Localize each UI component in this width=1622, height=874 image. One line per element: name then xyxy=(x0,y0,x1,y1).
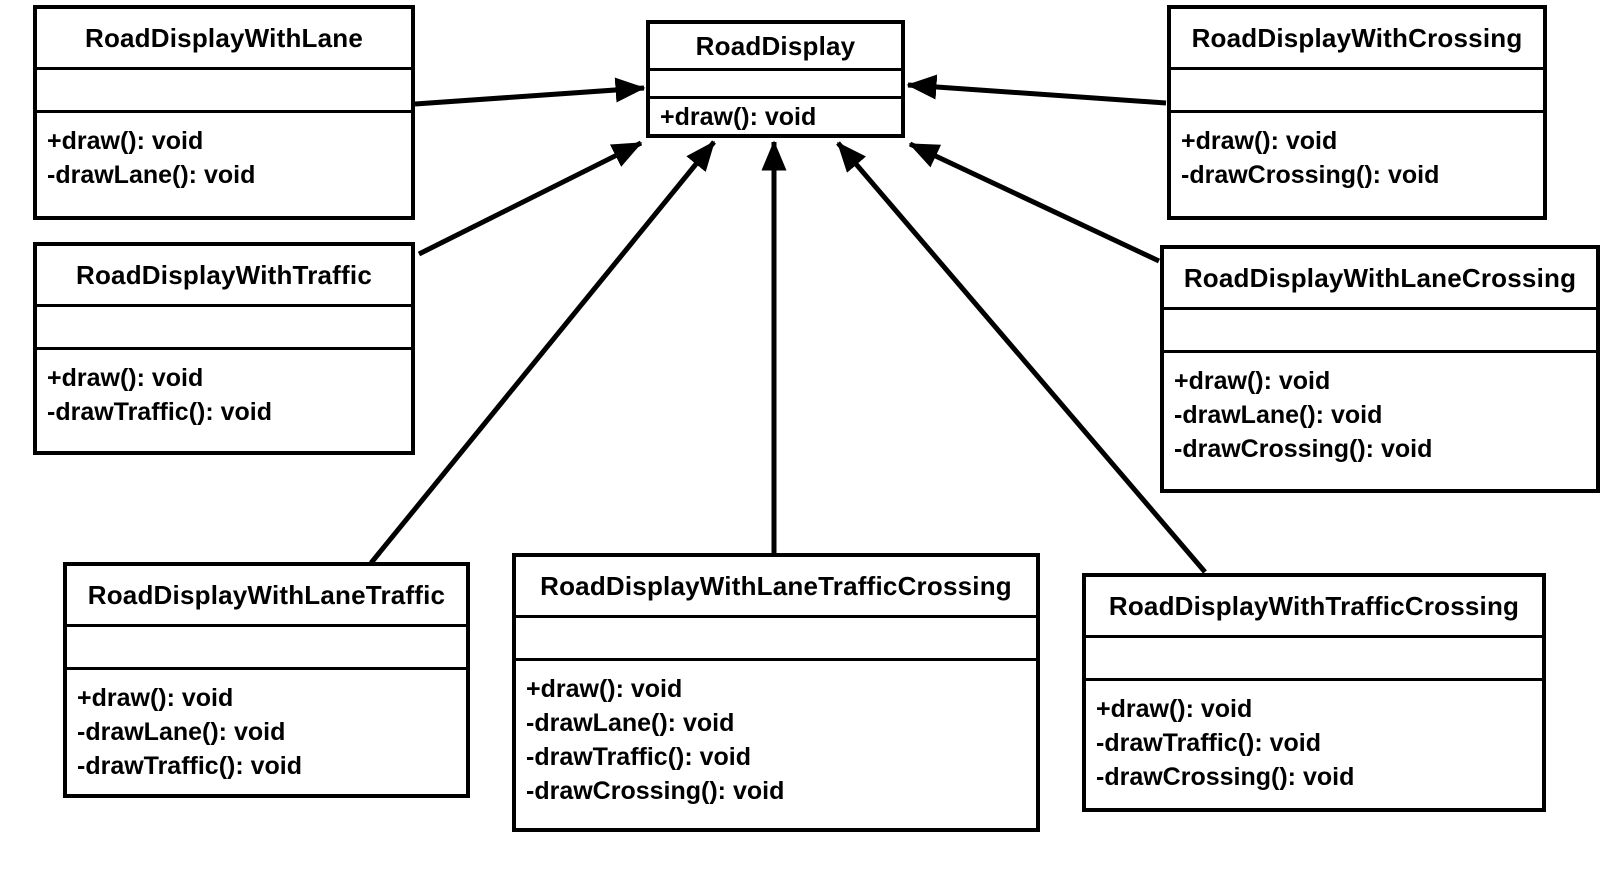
method: +draw(): void xyxy=(47,364,204,392)
method: -drawCrossing(): void xyxy=(1174,435,1433,463)
class-box-RoadDisplayWithTraffic: RoadDisplayWithTraffic +draw(): void -dr… xyxy=(33,242,415,455)
methods-compartment: +draw(): void -drawTraffic(): void -draw… xyxy=(1086,681,1542,808)
class-name: RoadDisplayWithLane xyxy=(37,9,411,70)
class-box-RoadDisplayWithCrossing: RoadDisplayWithCrossing +draw(): void -d… xyxy=(1167,5,1547,220)
attributes-compartment xyxy=(67,627,466,670)
method: -drawTraffic(): void xyxy=(47,398,273,426)
class-name: RoadDisplay xyxy=(650,24,901,72)
method: -drawCrossing(): void xyxy=(526,777,785,805)
class-name: RoadDisplayWithLaneCrossing xyxy=(1164,249,1596,310)
class-name: RoadDisplayWithTrafficCrossing xyxy=(1086,577,1542,638)
arrow-RoadDisplayWithLaneTraffic-to-RoadDisplay xyxy=(369,140,716,565)
attributes-compartment xyxy=(37,307,411,350)
method: -drawLane(): void xyxy=(77,718,286,746)
method: -drawCrossing(): void xyxy=(1096,763,1355,791)
class-box-RoadDisplayWithTrafficCrossing: RoadDisplayWithTrafficCrossing +draw(): … xyxy=(1082,573,1546,812)
method: +draw(): void xyxy=(1181,127,1338,155)
arrow-RoadDisplayWithTrafficCrossing-to-RoadDisplay xyxy=(836,141,1207,574)
attributes-compartment xyxy=(1164,310,1596,353)
method: +draw(): void xyxy=(1174,367,1331,395)
methods-compartment: +draw(): void -drawLane(): void xyxy=(37,113,411,216)
method: -drawTraffic(): void xyxy=(526,743,752,771)
method: +draw(): void xyxy=(47,127,204,155)
class-box-RoadDisplayWithLaneTraffic: RoadDisplayWithLaneTraffic +draw(): void… xyxy=(63,562,470,798)
method: +draw(): void xyxy=(526,675,683,703)
attributes-compartment xyxy=(1086,638,1542,681)
method: +draw(): void xyxy=(77,684,234,712)
class-box-RoadDisplayWithLaneTrafficCrossing: RoadDisplayWithLaneTrafficCrossing +draw… xyxy=(512,553,1040,832)
method: +draw(): void xyxy=(1096,695,1253,723)
methods-compartment: +draw(): void -drawLane(): void -drawTra… xyxy=(516,661,1036,828)
method: -drawCrossing(): void xyxy=(1181,161,1440,189)
class-box-RoadDisplay: RoadDisplay +draw(): void xyxy=(646,20,905,138)
method: +draw(): void xyxy=(660,103,817,131)
methods-compartment: +draw(): void -drawCrossing(): void xyxy=(1171,113,1543,216)
class-name: RoadDisplayWithTraffic xyxy=(37,246,411,307)
arrow-RoadDisplayWithCrossing-to-RoadDisplay xyxy=(906,74,1167,106)
arrow-RoadDisplayWithLaneCrossing-to-RoadDisplay xyxy=(908,141,1161,264)
arrow-RoadDisplayWithTraffic-to-RoadDisplay xyxy=(417,140,643,257)
method: -drawTraffic(): void xyxy=(1096,729,1322,757)
class-name: RoadDisplayWithCrossing xyxy=(1171,9,1543,70)
attributes-compartment xyxy=(37,70,411,113)
arrow-RoadDisplayWithLane-to-RoadDisplay xyxy=(414,77,646,107)
class-name: RoadDisplayWithLaneTrafficCrossing xyxy=(516,557,1036,618)
methods-compartment: +draw(): void -drawLane(): void -drawTra… xyxy=(67,670,466,794)
method: -drawLane(): void xyxy=(47,161,256,189)
method: -drawLane(): void xyxy=(1174,401,1383,429)
methods-compartment: +draw(): void -drawLane(): void -drawCro… xyxy=(1164,353,1596,489)
class-box-RoadDisplayWithLaneCrossing: RoadDisplayWithLaneCrossing +draw(): voi… xyxy=(1160,245,1600,493)
methods-compartment: +draw(): void -drawTraffic(): void xyxy=(37,350,411,451)
method: -drawTraffic(): void xyxy=(77,752,303,780)
attributes-compartment xyxy=(516,618,1036,661)
methods-compartment: +draw(): void xyxy=(650,99,901,134)
class-name: RoadDisplayWithLaneTraffic xyxy=(67,566,466,627)
class-box-RoadDisplayWithLane: RoadDisplayWithLane +draw(): void -drawL… xyxy=(33,5,415,220)
attributes-compartment xyxy=(1171,70,1543,113)
method: -drawLane(): void xyxy=(526,709,735,737)
attributes-compartment xyxy=(650,71,901,99)
